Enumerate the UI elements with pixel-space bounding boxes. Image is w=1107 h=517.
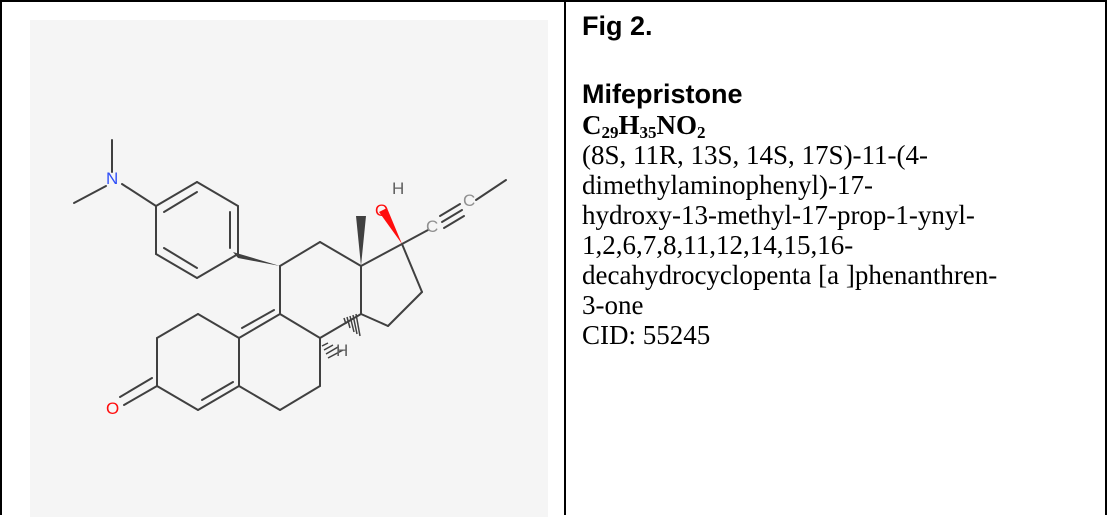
structure-cell: N O H C C O H xyxy=(0,0,566,517)
bond-c17-c16 xyxy=(401,243,423,293)
compound-name: Mifepristone xyxy=(582,79,743,109)
bond-n-aryl xyxy=(121,183,157,207)
bond-triple-3 xyxy=(443,215,465,229)
caption-spacer xyxy=(582,44,1092,78)
bond-c8-c9 xyxy=(279,313,321,339)
bond-c3-o xyxy=(123,385,158,406)
molecule-structure-image: N O H C C O H xyxy=(30,20,548,517)
bond-c3-c4 xyxy=(156,385,199,411)
bond-c1-c2 xyxy=(156,313,199,339)
formula-element: H xyxy=(618,110,640,140)
bond-ar-4 xyxy=(196,253,239,279)
caption-cell: Fig 2. Mifepristone C29H35NO2 (8S, 11R, … xyxy=(564,0,1107,515)
formula-element: C xyxy=(582,110,602,140)
atom-carbon-alkyne-1: C xyxy=(426,217,438,236)
bond-c6-c7 xyxy=(279,385,321,411)
bond-c9-c10 xyxy=(238,313,281,339)
figure-label: Fig 2. xyxy=(582,11,653,41)
bond-ar-inner-3 xyxy=(163,247,198,269)
bond-c3-o-double xyxy=(119,377,153,398)
bond-c16-c15 xyxy=(387,291,423,327)
formula-count: 2 xyxy=(697,123,706,142)
bond-ar-inner-1 xyxy=(163,191,198,213)
compound-cid: CID: 55245 xyxy=(582,320,711,350)
bond-c5-c6 xyxy=(238,385,281,411)
bond-c4-c5 xyxy=(197,385,240,411)
bond-ar-1 xyxy=(155,181,198,207)
bond-ar-5 xyxy=(155,253,198,279)
bond-c15-c14 xyxy=(360,313,389,327)
atom-nitrogen: N xyxy=(106,169,118,188)
atom-carbon-alkyne-2: C xyxy=(463,191,475,210)
bond-c11-c12 xyxy=(279,241,321,267)
bond-c13-c17 xyxy=(360,243,403,267)
wedge-c11-aryl xyxy=(233,252,280,266)
bond-n-methyl-left xyxy=(73,185,107,204)
iupac-name-line: 3-one xyxy=(582,290,644,320)
molecular-formula: C29H35NO2 xyxy=(582,110,1092,142)
formula-count: 29 xyxy=(601,123,619,142)
hash-c8-h xyxy=(321,342,344,359)
iupac-name-line: dimethylaminophenyl)-17- xyxy=(582,170,873,200)
iupac-name-line: hydroxy-13-methyl-17-prop-1-ynyl- xyxy=(582,200,975,230)
atom-oxygen-ketone: O xyxy=(106,399,119,418)
bond-c12-c13 xyxy=(319,241,362,267)
bond-c4-c5-double xyxy=(201,381,234,401)
molecule-svg: N O H C C O H xyxy=(73,139,507,418)
iupac-name-line: 1,2,6,7,8,11,12,14,15,16- xyxy=(582,230,854,260)
bond-triple-2 xyxy=(439,203,461,217)
wedge-c13-methyl xyxy=(356,216,366,266)
bond-c9-c10-double xyxy=(241,309,275,329)
bonds xyxy=(73,139,507,411)
atom-oxygen-hydroxyl: O xyxy=(375,201,388,220)
atom-hydrogen-c14: H xyxy=(336,341,348,360)
iupac-name-line: decahydrocyclopenta [a ]phenanthren- xyxy=(582,260,998,290)
formula-count: 35 xyxy=(639,123,657,142)
bond-ar-2 xyxy=(196,181,239,207)
bond-c10-c1 xyxy=(197,313,240,339)
hash-c14-h xyxy=(343,313,361,337)
figure-caption: Fig 2. Mifepristone C29H35NO2 (8S, 11R, … xyxy=(582,8,1092,350)
atom-hydrogen-hydroxyl: H xyxy=(392,179,404,198)
bond-c17-c20 xyxy=(401,229,429,245)
iupac-name-line: (8S, 11R, 13S, 14S, 17S)-11-(4- xyxy=(582,140,929,170)
bond-triple-1 xyxy=(441,209,463,223)
wedge-c17-oh xyxy=(379,208,402,244)
formula-element: NO xyxy=(656,110,698,140)
bond-c21-c22 xyxy=(475,179,507,201)
